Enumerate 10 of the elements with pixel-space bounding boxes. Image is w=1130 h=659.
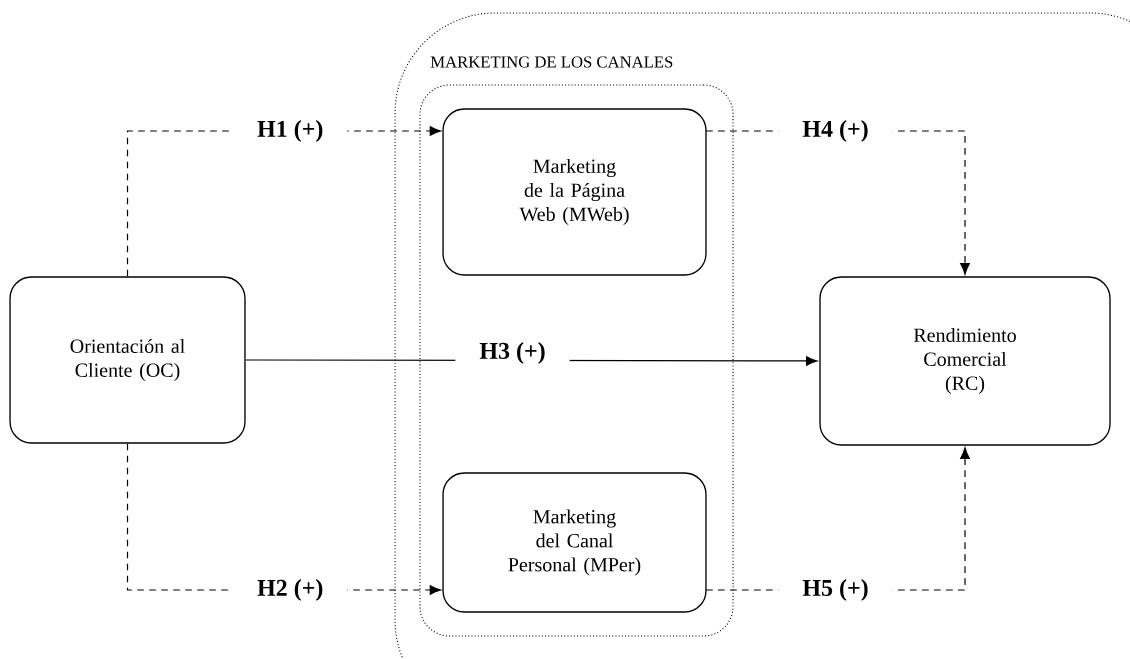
edge-label: H4 (+) [778, 116, 893, 146]
edge-label: H1 (+) [233, 116, 348, 146]
process-box: Marketing de la Página Web (MWeb) [442, 108, 707, 276]
group-outline [419, 84, 734, 637]
edge-label: H3 (+) [455, 338, 570, 368]
edge-label: H5 (+) [778, 575, 893, 605]
edge-label: H2 (+) [233, 575, 348, 605]
process-box: Marketing del Canal Personal (MPer) [442, 472, 707, 613]
process-box: Rendimiento Comercial (RC) [819, 276, 1111, 446]
process-box: Orientación al Cliente (OC) [9, 276, 246, 444]
